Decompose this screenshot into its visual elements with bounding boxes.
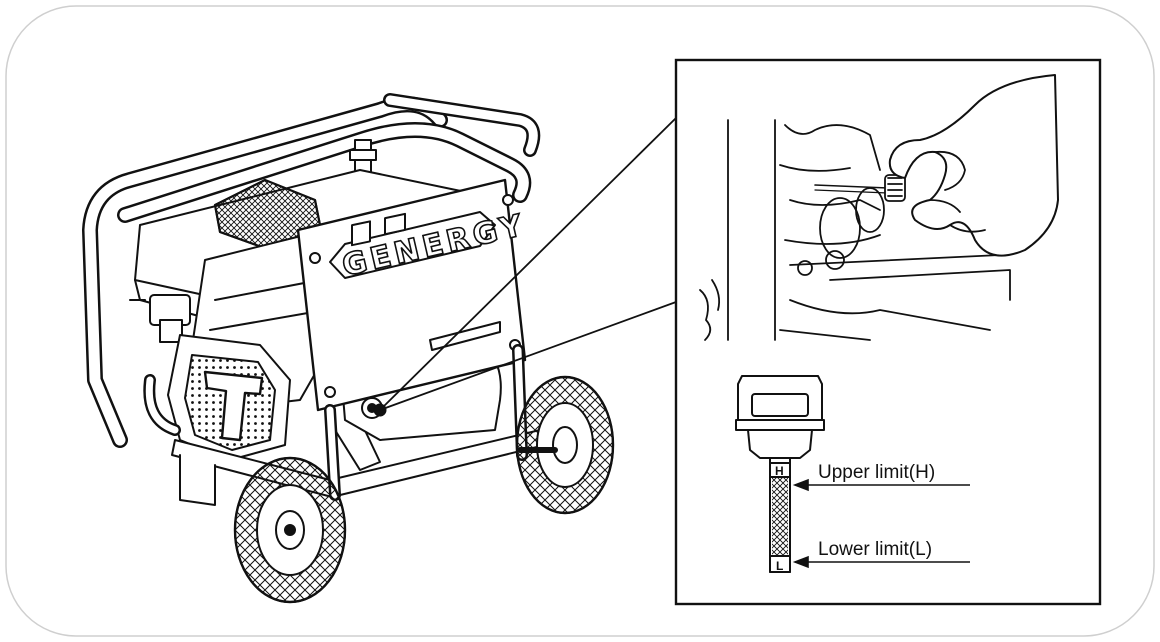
hand bbox=[888, 74, 1059, 257]
upper-limit-label: Upper limit(H) bbox=[818, 462, 935, 483]
dipstick-detail bbox=[735, 375, 825, 573]
engine-switch bbox=[351, 220, 371, 247]
closeup-oil-cap-removal bbox=[699, 74, 1059, 341]
outlet bbox=[384, 212, 406, 236]
upper-limit-mark: H bbox=[775, 464, 784, 478]
logo-plate bbox=[329, 211, 496, 279]
lower-limit-label: Lower limit(L) bbox=[818, 539, 932, 560]
front-wheel bbox=[233, 456, 347, 604]
t-handle-emblem bbox=[203, 370, 264, 442]
lower-limit-mark: L bbox=[776, 559, 783, 573]
limit-leader-lines bbox=[792, 478, 970, 569]
rear-wheel bbox=[515, 375, 615, 515]
generator-illustration bbox=[82, 93, 615, 604]
callout-lines bbox=[379, 117, 677, 411]
